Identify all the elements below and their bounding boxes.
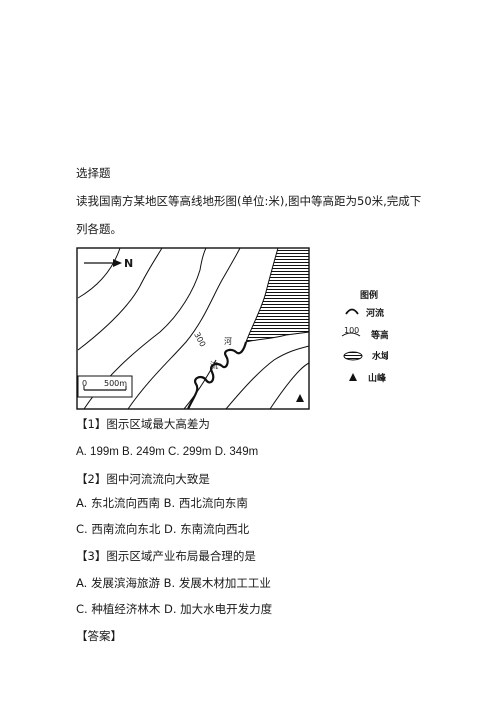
q2-options-row1: A. 东北流向西南 B. 西北流向东南	[76, 496, 248, 510]
svg-text:N: N	[124, 257, 133, 270]
question-stem-line2: 列各题。	[76, 222, 122, 236]
answer-label: 【答案】	[76, 629, 122, 643]
contour-line	[77, 247, 163, 351]
svg-text:0: 0	[82, 379, 87, 388]
contour-line	[83, 247, 207, 410]
svg-text:等高线: 等高线	[370, 329, 388, 341]
scale-bar: 0 500m	[77, 375, 133, 398]
svg-text:水域: 水域	[372, 350, 388, 362]
svg-text:河流: 河流	[366, 307, 384, 319]
q3-options-row1: A. 发展滨海旅游 B. 发展木材加工工业	[76, 576, 271, 590]
river-legend-icon	[345, 308, 359, 315]
svg-text:图例: 图例	[360, 289, 378, 301]
river-label-2: 流	[210, 360, 218, 370]
q1-stem: 【1】图示区域最大高差为	[76, 417, 210, 431]
svg-text:100: 100	[344, 326, 359, 335]
svg-text:山峰: 山峰	[368, 372, 387, 384]
contour-label-300: 300	[192, 331, 207, 349]
svg-text:500m: 500m	[104, 379, 127, 388]
peak-icon	[296, 394, 304, 402]
q3-options-row2: C. 种植经济林木 D. 加大水电开发力度	[76, 602, 273, 616]
contour-line	[225, 345, 310, 410]
question-stem-line1: 读我国南方某地区等高线地形图(单位:米),图中等高距为50米,完成下	[76, 194, 422, 208]
river-line	[187, 341, 248, 410]
north-arrow-icon: N	[84, 257, 133, 270]
river-label-1: 河	[224, 336, 232, 346]
q2-options-row2: C. 西南流向东北 D. 东南流向西北	[76, 522, 250, 536]
contour-line	[269, 362, 310, 410]
section-label: 选择题	[76, 166, 111, 180]
contour-line	[127, 247, 241, 410]
q2-stem: 【2】图中河流流向大致是	[76, 472, 210, 486]
water-legend-icon	[343, 351, 363, 361]
contour-map: 300 河 流 N 0 500m 图例 河流 100 等高线 水域 山峰	[76, 247, 388, 410]
contour-line	[77, 247, 121, 299]
contour-legend-icon	[341, 332, 361, 337]
q1-options: A. 199m B. 249m C. 299m D. 349m	[76, 446, 259, 458]
legend: 图例 河流 100 等高线 水域 山峰	[341, 289, 388, 384]
q3-stem: 【3】图示区域产业布局最合理的是	[76, 549, 256, 563]
peak-legend-icon	[349, 373, 357, 381]
water-body	[245, 247, 310, 343]
